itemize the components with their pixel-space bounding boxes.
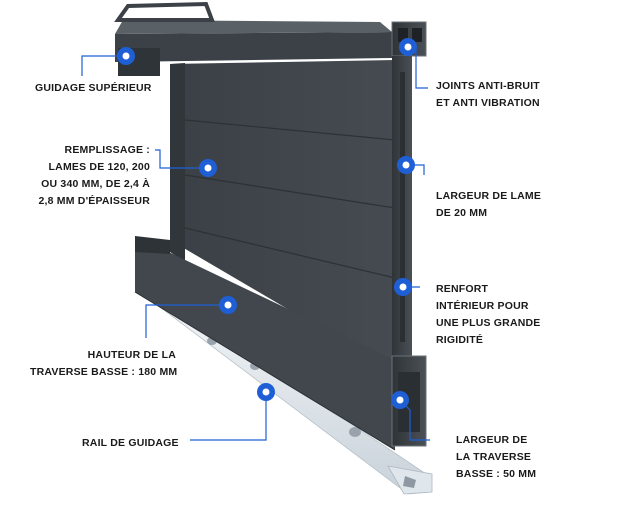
marker-largeur-traverse: [391, 391, 409, 409]
top-rail: [114, 1, 392, 76]
marker-hauteur-traverse: [219, 296, 237, 314]
end-profile: [391, 21, 427, 447]
label-hauteur-traverse: HAUTEUR DE LA TRAVERSE BASSE : 180 MM: [30, 349, 178, 378]
label-renfort: RENFORT INTÉRIEUR POUR UNE PLUS GRANDE R…: [436, 283, 541, 346]
label-largeur-traverse: LARGEUR DE LA TRAVERSE BASSE : 50 MM: [456, 434, 537, 480]
marker-joints: [399, 38, 417, 56]
callout-markers: [117, 38, 417, 409]
label-guidage-superieur: GUIDAGE SUPÉRIEUR: [35, 82, 152, 94]
marker-largeur-lame: [397, 156, 415, 174]
label-joints: JOINTS ANTI-BRUIT ET ANTI VIBRATION: [436, 80, 540, 109]
marker-remplissage: [199, 159, 217, 177]
infill-panel: [170, 60, 396, 372]
label-largeur-lame: LARGEUR DE LAME DE 20 MM: [436, 190, 542, 219]
label-remplissage: REMPLISSAGE : LAMES DE 120, 200 OU 340 M…: [38, 144, 150, 207]
label-rail-guidage: RAIL DE GUIDAGE: [82, 437, 179, 449]
marker-renfort: [394, 278, 412, 296]
bottom-rail: [134, 236, 396, 451]
marker-guidage-superieur: [117, 47, 135, 65]
marker-rail-guidage: [257, 383, 275, 401]
